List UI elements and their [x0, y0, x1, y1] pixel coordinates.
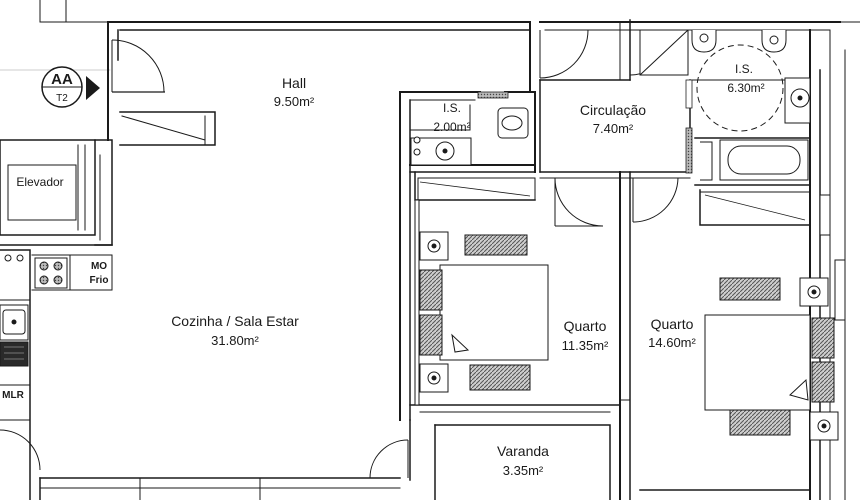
sliding-doors [477, 79, 693, 174]
appliance-mlr: MLR [2, 390, 24, 401]
section-marker [41, 66, 100, 108]
appliance-mo: MO [91, 261, 107, 272]
varanda-name: Varanda [497, 443, 549, 459]
section-marker-type: T2 [56, 93, 68, 104]
quarto2-name: Quarto [651, 316, 694, 332]
fixtures [0, 29, 846, 441]
circulacao-area: 7.40m² [593, 121, 634, 136]
elevador-name: Elevador [16, 175, 63, 189]
quarto1-name: Quarto [564, 318, 607, 334]
hall-name: Hall [282, 75, 306, 91]
hall-area: 9.50m² [274, 94, 315, 109]
doors [0, 29, 679, 479]
varanda-area: 3.35m² [503, 463, 544, 478]
quarto1-area: 11.35m² [562, 338, 609, 353]
cozinha-area: 31.80m² [211, 333, 259, 348]
appliance-frio: Frio [90, 275, 109, 286]
wc-large-area: 6.30m² [727, 81, 764, 95]
quarto2-area: 14.60m² [648, 335, 696, 350]
circulacao-name: Circulação [580, 102, 646, 118]
wc-small-name: I.S. [443, 101, 461, 115]
wc-small-area: 2.00m² [433, 120, 470, 134]
section-marker-code: AA [51, 71, 73, 88]
cozinha-name: Cozinha / Sala Estar [171, 313, 299, 329]
wc-large-name: I.S. [735, 62, 753, 76]
